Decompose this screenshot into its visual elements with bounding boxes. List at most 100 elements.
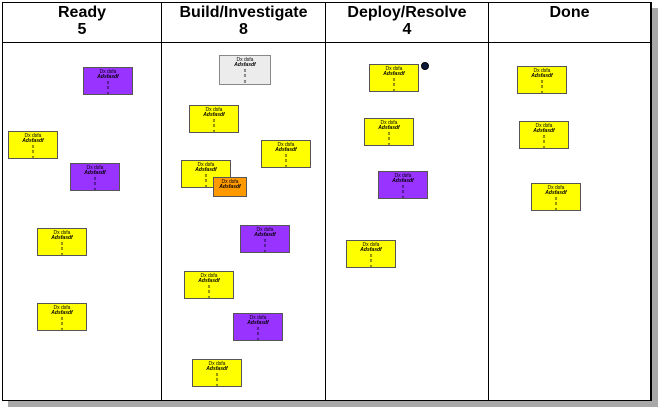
card-line: x xyxy=(93,181,97,188)
card-line: x xyxy=(369,252,373,259)
card-line: x xyxy=(542,144,546,149)
card-line: x xyxy=(256,331,260,338)
card-line: x xyxy=(554,195,558,202)
card-subtitle: Adsfasdf xyxy=(531,73,553,80)
card-line: x xyxy=(204,172,208,179)
card-title: Dx dsfa xyxy=(362,242,380,248)
card-line: x xyxy=(93,186,97,191)
card-subtitle: Adsfasdf xyxy=(97,74,119,81)
card-title: Dx dsfa xyxy=(277,142,295,148)
card-line: x xyxy=(284,152,288,159)
card-line: x xyxy=(212,128,216,133)
card-title: Dx dsfa xyxy=(86,165,104,171)
column-title: Done xyxy=(549,4,590,21)
card-line: x xyxy=(540,89,544,94)
card-subtitle: Adsfasdf xyxy=(378,125,400,132)
column-title: Build/Investigate xyxy=(179,4,308,21)
card-title: Dx dsfa xyxy=(236,57,254,63)
card-line: x xyxy=(243,78,247,85)
column-header: Build/Investigate 8 xyxy=(162,3,325,43)
column-header: Ready 5 xyxy=(3,3,161,43)
card-title: Dx dsfa xyxy=(208,361,226,367)
card-line: x xyxy=(387,136,391,143)
card-title: Dx dsfa xyxy=(256,227,274,233)
card-title: Dx dsfa xyxy=(385,66,403,72)
card-subtitle: Adsfasdf xyxy=(360,247,382,254)
card-line: x xyxy=(215,382,219,387)
card-line: x xyxy=(93,175,97,182)
card-title: Dx dsfa xyxy=(200,273,218,279)
card-line: x xyxy=(387,141,391,146)
card-subtitle: Adsfasdf xyxy=(254,232,276,239)
card-subtitle: Adsfasdf xyxy=(22,138,44,145)
card-subtitle: Adsfasdf xyxy=(392,178,414,185)
card-line: x xyxy=(542,133,546,140)
card-line: x xyxy=(401,194,405,199)
card-subtitle: Adsfasdf xyxy=(533,128,555,135)
card-line: x xyxy=(263,243,267,250)
card-line: x xyxy=(263,248,267,253)
card-title: Dx dsfa xyxy=(394,173,412,179)
column-title: Deploy/Resolve xyxy=(347,4,467,21)
card-subtitle: Adsfasdf xyxy=(195,167,217,174)
card-line: x xyxy=(256,325,260,332)
card-subtitle: Adsfasdf xyxy=(203,112,225,119)
column-header: Deploy/Resolve 4 xyxy=(326,3,488,43)
card-line: x xyxy=(60,240,64,247)
card-subtitle: Adsfasdf xyxy=(51,235,73,242)
card-title: Dx dsfa xyxy=(53,230,71,236)
card-title: Dx dsfa xyxy=(547,185,565,191)
card-subtitle: Adsfasdf xyxy=(545,190,567,197)
card-subtitle: Adsfasdf xyxy=(247,320,269,327)
card-subtitle: Adsfasdf xyxy=(206,366,228,373)
column-wip-count: 5 xyxy=(77,21,87,38)
card-line: x xyxy=(106,79,110,86)
card-line: x xyxy=(243,67,247,74)
card-line: x xyxy=(212,123,216,130)
card-title: Dx dsfa xyxy=(380,120,398,126)
card-title: Dx dsfa xyxy=(99,69,117,75)
card-line: x xyxy=(204,183,208,188)
card-line: x xyxy=(369,263,373,268)
card-title: Dx dsfa xyxy=(533,68,551,74)
card-title: Dx dsfa xyxy=(197,162,215,168)
card-subtitle: Adsfasdf xyxy=(219,184,241,191)
card-line: x xyxy=(284,163,288,168)
card-title: Dx dsfa xyxy=(53,305,71,311)
card-title: Dx dsfa xyxy=(221,179,239,185)
card-line: x xyxy=(207,294,211,299)
card-line: x xyxy=(263,237,267,244)
card-title: Dx dsfa xyxy=(535,123,553,129)
card-line: x xyxy=(284,158,288,165)
card-line: x xyxy=(60,326,64,331)
cursor-dot-icon xyxy=(421,62,429,70)
card-line: x xyxy=(215,377,219,384)
column-title: Ready xyxy=(57,4,107,21)
card-line: x xyxy=(554,206,558,211)
card-line: x xyxy=(542,139,546,146)
card-line: x xyxy=(215,371,219,378)
